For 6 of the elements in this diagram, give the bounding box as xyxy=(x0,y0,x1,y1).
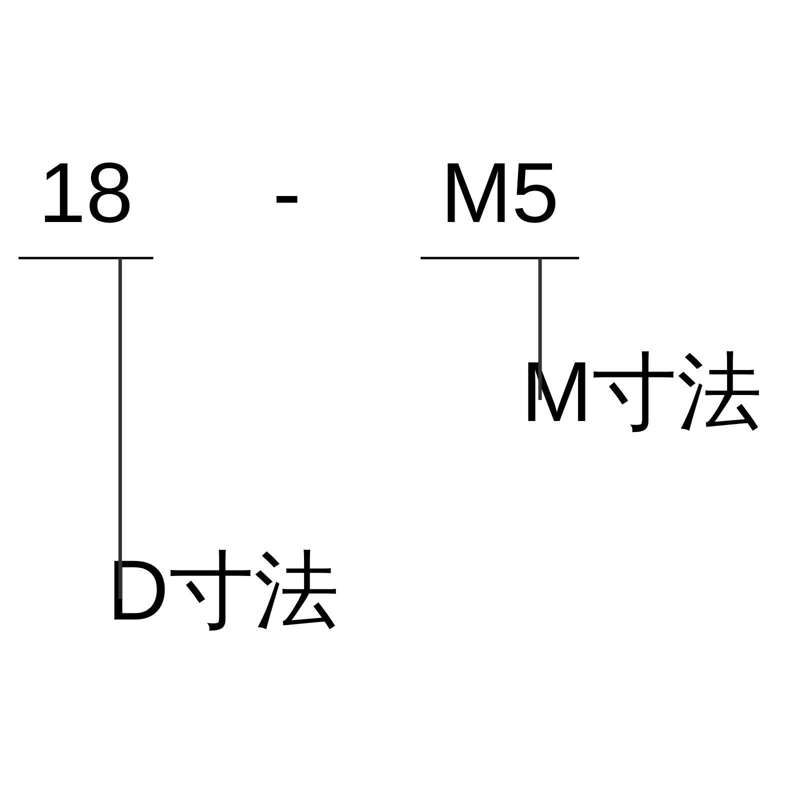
label: - xyxy=(272,146,301,242)
node-text: M寸法 xyxy=(520,344,762,440)
node-text: 18 xyxy=(38,146,133,242)
connector xyxy=(118,258,122,599)
node-text: M5 xyxy=(440,146,558,242)
connector xyxy=(538,258,542,400)
